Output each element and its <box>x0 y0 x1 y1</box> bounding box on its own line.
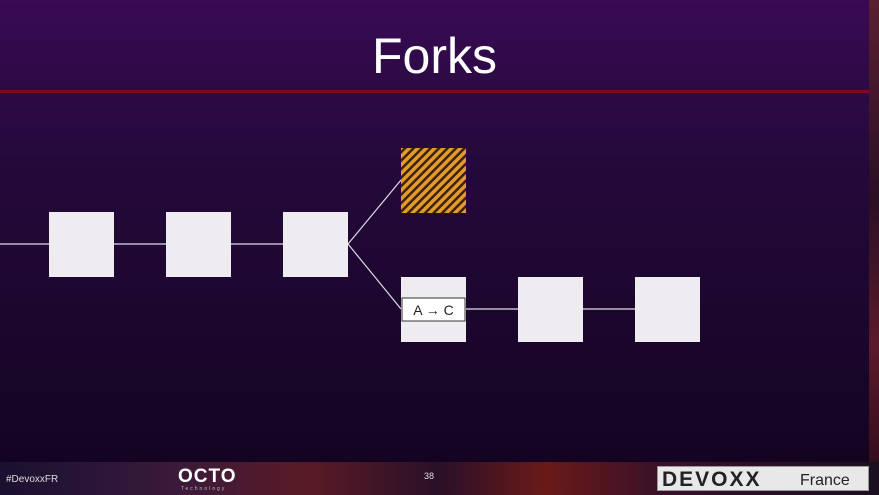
devoxx-logo: DEVOXX France <box>657 466 869 491</box>
block-3 <box>283 212 348 277</box>
transaction-label: A → C <box>413 302 453 318</box>
slide-title: Forks <box>372 28 497 84</box>
block-5 <box>518 277 583 342</box>
blockchain-fork-diagram: A → C <box>0 148 700 342</box>
block-6 <box>635 277 700 342</box>
fork-link-orphan <box>347 179 402 245</box>
hashtag-text: #DevoxxFR <box>6 474 59 485</box>
title-underline <box>0 90 869 93</box>
page-number: 38 <box>424 471 435 481</box>
octo-logo: OCTO <box>178 466 237 487</box>
devoxx-logo-country: France <box>800 472 850 489</box>
devoxx-logo-word: DEVOXX <box>662 468 762 491</box>
octo-logo-subtitle: Technology <box>181 486 227 492</box>
fork-link-main <box>347 243 402 310</box>
block-2 <box>166 212 231 277</box>
slide-edge-decoration <box>869 0 879 495</box>
block-1 <box>49 212 114 277</box>
orphan-block <box>401 148 466 213</box>
transaction-box <box>401 297 466 322</box>
